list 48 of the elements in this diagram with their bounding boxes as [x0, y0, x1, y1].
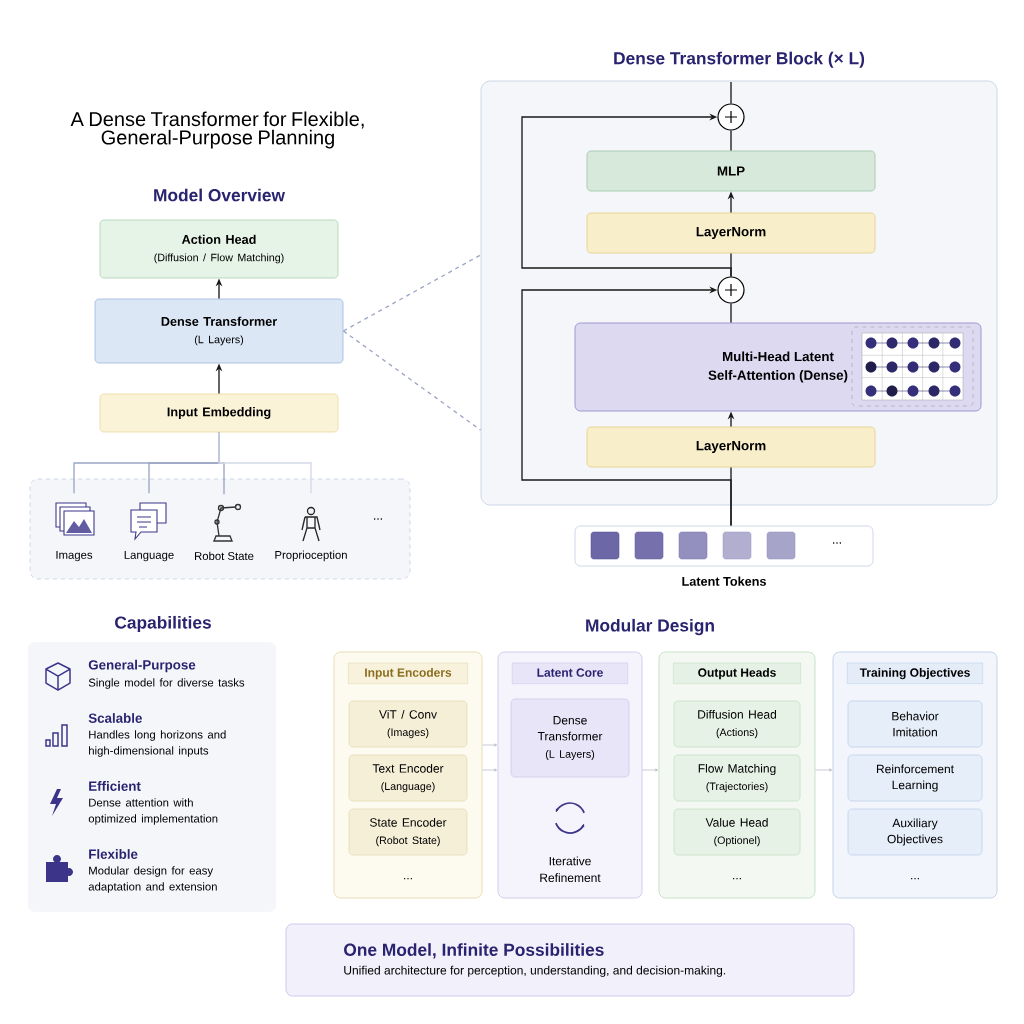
- capability-title: Efficient: [89, 781, 141, 791]
- input-group-box: [29, 478, 411, 580]
- head-box: Action Head (Diffusion / Flow Matching): [99, 219, 339, 279]
- sum-node: [717, 103, 745, 131]
- input-item: Images: [56, 551, 93, 562]
- node-label: Latent Tokens: [682, 576, 766, 586]
- capability-title: General-Purpose: [88, 659, 196, 673]
- section-heading: Capabilities: [115, 615, 211, 633]
- module-box: Flow Matching (Trajectories): [673, 754, 801, 802]
- ellipsis: ...: [833, 542, 841, 544]
- connector-line: [730, 302, 732, 324]
- connector-line: [730, 129, 732, 152]
- capability-text: Single model for diverse tasks: [88, 678, 245, 689]
- module-box: Behavior Imitation: [847, 700, 983, 748]
- summary-banner: One Model, Infinite Possibilities Unified architecture for perception, understanding, and decision-making.: [285, 923, 855, 997]
- mlp-box: MLP: [586, 150, 876, 192]
- capability-text: Modular design for easy adaptation and extension: [88, 866, 217, 893]
- capability-title: Flexible: [89, 849, 138, 859]
- input-item: Robot State: [195, 551, 254, 561]
- module-box: ViT / Conv (Images): [348, 700, 468, 748]
- layernorm-box: LayerNorm: [586, 426, 876, 468]
- module-box: State Encoder (Robot State): [348, 808, 468, 856]
- node-label: Dense Transformer Block (× L): [614, 51, 865, 68]
- layernorm-box: LayerNorm: [586, 212, 876, 254]
- embedding-box: Input Embedding: [99, 393, 339, 433]
- module-box: Text Encoder (Language): [348, 754, 468, 802]
- module-box: Auxiliary Objectives: [847, 808, 983, 856]
- capability-title: Scalable: [88, 713, 142, 723]
- transformer-box: Dense Transformer (L Layers): [94, 298, 344, 364]
- capability-text: Dense attention with optimized implementation: [88, 798, 218, 825]
- connector-line: [218, 431, 312, 494]
- input-item: Language: [124, 551, 174, 562]
- sum-node: [717, 276, 745, 304]
- section-heading: Modular Design: [586, 618, 714, 636]
- input-item: Proprioception: [275, 550, 347, 562]
- capability-text: Handles long horizons and high-dimensional inputs: [89, 730, 226, 757]
- module-box: Reinforcement Learning: [847, 754, 983, 802]
- section-heading: Model Overview: [154, 188, 285, 202]
- zoom-guide-line: [342, 254, 482, 332]
- zoom-guide-line: [342, 330, 482, 431]
- title: A Dense Transformer for Flexible, General-Purpose Planning: [70, 111, 364, 149]
- module-box: Diffusion Head (Actions): [673, 700, 801, 748]
- arrow: [521, 286, 732, 527]
- ellipsis: ...: [374, 518, 382, 520]
- arrow: [521, 113, 732, 278]
- module-box: Dense Transformer (L Layers): [510, 698, 630, 778]
- module-box: Value Head (Optionel): [673, 808, 801, 856]
- connector-line: [730, 81, 732, 105]
